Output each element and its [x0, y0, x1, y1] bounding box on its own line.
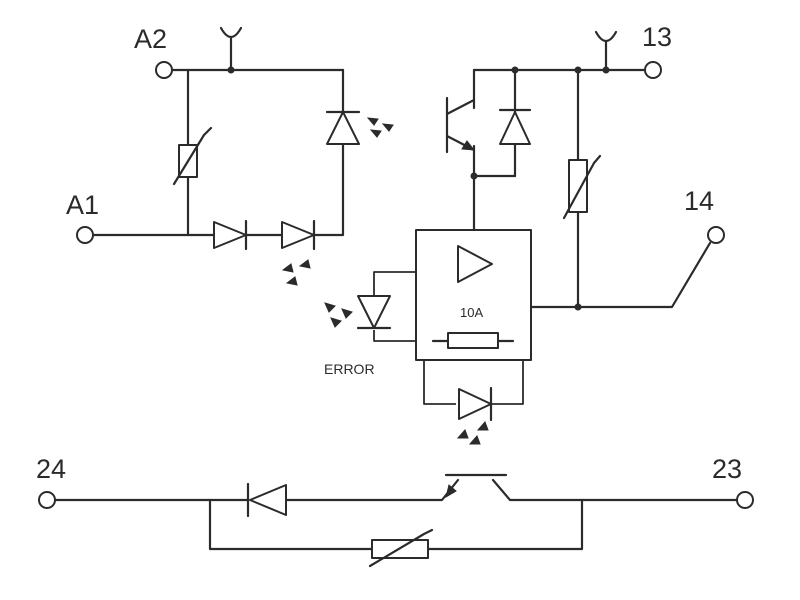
terminal-a1-connector[interactable]: [76, 226, 94, 244]
bottom-diode-symbol: [246, 482, 287, 518]
terminal-24-label: 24: [36, 454, 66, 484]
output-varistor-symbol: [562, 154, 602, 220]
error-led-symbol: [324, 271, 416, 342]
terminal-a2-label: A2: [134, 24, 167, 54]
terminal-23-connector[interactable]: [736, 491, 754, 509]
terminal-23-label: 23: [712, 454, 742, 484]
bottom-transistor-symbol: [444, 473, 508, 499]
terminal-14-label: 14: [684, 186, 714, 216]
error-indicator-label: ERROR: [324, 361, 375, 377]
bottom-varistor-symbol: [368, 528, 434, 568]
input-varistor-symbol: [172, 126, 213, 186]
terminal-24-connector[interactable]: [38, 491, 56, 509]
input-led-diode-symbol: [281, 219, 316, 286]
fuse-rating-label: 10A: [460, 305, 483, 320]
terminal-13-label: 13: [642, 22, 672, 52]
terminal-13-connector[interactable]: [644, 61, 662, 79]
control-module: [415, 229, 532, 361]
input-circuit: [91, 26, 345, 237]
terminal-14-connector[interactable]: [707, 226, 725, 244]
module-led-symbol: [423, 360, 524, 445]
output-transistor-symbol: [445, 96, 476, 154]
terminal-a2-connector[interactable]: [155, 61, 173, 79]
terminal-a1-label: A1: [66, 190, 99, 220]
output-diode-symbol: [498, 108, 532, 145]
status-led-symbol: [325, 110, 394, 145]
bottom-circuit: [54, 478, 738, 551]
input-diode-1-symbol: [213, 219, 248, 251]
